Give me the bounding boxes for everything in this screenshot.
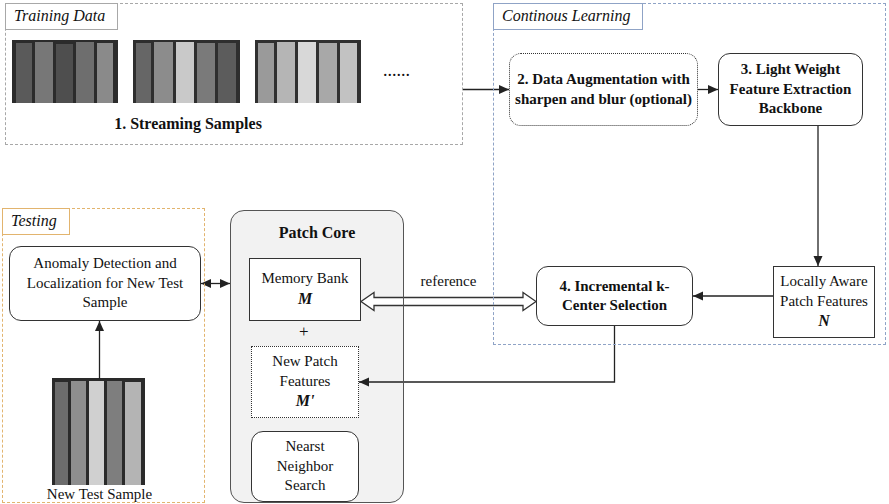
region-title: Training Data xyxy=(5,3,118,30)
box-text: Anomaly Detection and Localization for N… xyxy=(14,254,196,313)
box-text: Memory Bank xyxy=(254,269,356,289)
continuation-dots: ...... xyxy=(383,60,410,81)
region-frame: TestingAnomaly Detection and Localizatio… xyxy=(2,208,205,503)
memory-box: New Patch FeaturesM' xyxy=(251,346,359,418)
image-caption: New Test Sample xyxy=(23,485,176,504)
box-text: New Patch Features xyxy=(256,352,354,391)
box-text: Nearst Neighbor Search xyxy=(256,437,354,496)
module-panel: Patch CoreMemory BankM New Patch Features… xyxy=(230,210,404,503)
panel-title: Patch Core xyxy=(231,223,403,244)
symbol-text: N xyxy=(778,311,870,332)
memory-box: Memory BankM xyxy=(249,258,361,321)
arrow-head xyxy=(359,378,369,387)
connector-line xyxy=(693,295,773,296)
process-box: 3. Light Weight Feature Extraction Backb… xyxy=(718,53,863,126)
arrow-head xyxy=(814,256,823,266)
box-content: Memory BankM xyxy=(254,269,356,309)
edge-label: reference xyxy=(421,273,477,290)
connector xyxy=(693,292,773,301)
process-box: Nearst Neighbor Search xyxy=(251,431,359,502)
arrow-head xyxy=(95,321,104,331)
box-text: 4. Incremental k-Center Selection xyxy=(541,277,688,316)
process-box: Anomaly Detection and Localization for N… xyxy=(9,246,201,321)
connector-line xyxy=(359,326,615,382)
connector xyxy=(463,85,509,94)
box-content: Anomaly Detection and Localization for N… xyxy=(14,254,196,313)
step-caption: 1. Streaming Samples xyxy=(13,114,363,135)
connector-line xyxy=(817,126,818,266)
sample-image xyxy=(12,40,118,103)
hollow-arrow-shape xyxy=(361,293,536,311)
arrow-head xyxy=(220,279,230,288)
process-box: 4. Incremental k-Center Selection xyxy=(536,266,693,326)
box-content: Locally Aware Patch FeaturesN xyxy=(778,272,870,332)
symbol-text: M xyxy=(254,289,356,310)
region-title: Testing xyxy=(2,208,70,235)
sample-image xyxy=(133,40,240,103)
feature-box: Locally Aware Patch FeaturesN xyxy=(773,266,875,338)
test-image-node: New Test Sample xyxy=(53,379,146,504)
connector xyxy=(814,126,823,266)
panel-fill xyxy=(230,210,404,503)
process-box: 2. Data Augmentation with sharpen and bl… xyxy=(509,53,698,126)
box-content: 4. Incremental k-Center Selection xyxy=(541,277,688,316)
connector xyxy=(359,326,615,387)
test-image xyxy=(52,378,145,485)
connector xyxy=(698,85,718,94)
box-content: 3. Light Weight Feature Extraction Backb… xyxy=(723,60,858,119)
box-content: 2. Data Augmentation with sharpen and bl… xyxy=(514,70,693,109)
plus-sign: + xyxy=(299,322,309,342)
region-title: Continous Learning xyxy=(493,3,643,30)
connector xyxy=(95,321,104,379)
sample-image xyxy=(255,40,361,103)
box-content: Nearst Neighbor Search xyxy=(256,437,354,496)
box-text: Locally Aware Patch Features xyxy=(778,272,870,311)
box-content: New Patch FeaturesM' xyxy=(256,352,354,412)
region-frame: Continous Learning 2. Data Augmentation w… xyxy=(493,3,886,345)
arrow-head xyxy=(201,279,211,288)
hollow-double-arrow xyxy=(361,293,536,311)
box-text: 3. Light Weight Feature Extraction Backb… xyxy=(723,60,858,119)
arrow-head xyxy=(708,85,718,94)
connector xyxy=(201,279,230,288)
box-text: 2. Data Augmentation with sharpen and bl… xyxy=(514,70,693,109)
arrow-head xyxy=(499,85,509,94)
arrow-head xyxy=(693,292,703,301)
symbol-text: M' xyxy=(256,391,354,412)
